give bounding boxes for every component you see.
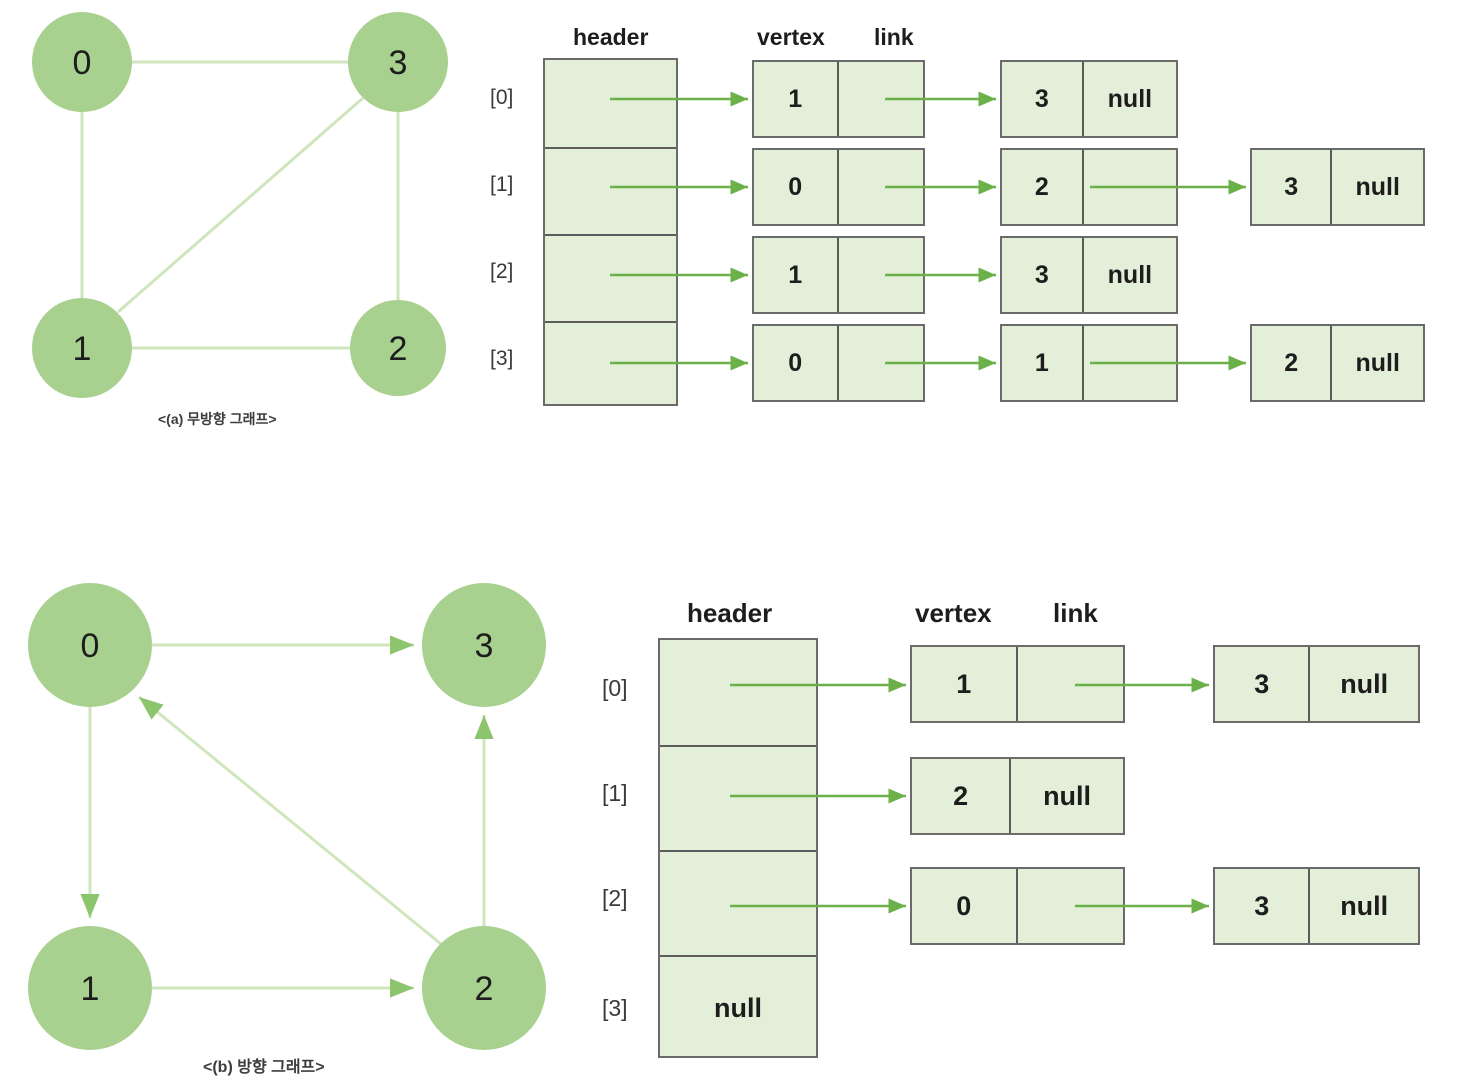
graph-node-3-label: 3: [389, 44, 408, 82]
list-node-a0-2[interactable]: 3 null: [1000, 60, 1178, 138]
list-node-vertex: 3: [1215, 647, 1311, 721]
list-node-vertex: 3: [1215, 869, 1311, 943]
list-node-b0-2[interactable]: 3 null: [1213, 645, 1420, 723]
directed-graph-svg: 0 3 1 2: [28, 583, 546, 1050]
list-node-vertex: 2: [912, 759, 1012, 833]
list-node-link: null: [1107, 260, 1153, 289]
link-column-label-b: link: [1053, 598, 1098, 628]
header-cell-b-2[interactable]: [660, 850, 816, 955]
header-cell-a-3[interactable]: [545, 321, 676, 408]
list-node-link: [839, 62, 924, 136]
list-node-vertex: 0: [754, 326, 839, 400]
header-cell-b-3[interactable]: null: [660, 955, 816, 1060]
list-node-link: [1018, 869, 1124, 943]
list-node-vertex: 1: [754, 238, 839, 312]
list-node-link: null: [1355, 348, 1400, 377]
list-node-vertex: 0: [754, 150, 839, 224]
list-node-b0-1[interactable]: 1: [910, 645, 1125, 723]
list-node-link: null: [1107, 84, 1153, 113]
header-cell-a-0[interactable]: [545, 60, 676, 147]
list-node-link: null: [1043, 780, 1092, 811]
list-node-link: [839, 326, 924, 400]
graph-node-3-label: 3: [475, 627, 494, 665]
list-node-b2-2[interactable]: 3 null: [1213, 867, 1420, 945]
index-label-b-3: [3]: [602, 995, 628, 1021]
edge-1-3: [117, 96, 364, 314]
list-node-vertex: 0: [912, 869, 1018, 943]
list-node-a3-1[interactable]: 0: [752, 324, 925, 402]
graph-node-1-label: 1: [73, 330, 92, 368]
graph-node-1: [32, 298, 132, 398]
list-node-link: null: [1340, 890, 1389, 921]
list-node-a1-3[interactable]: 3 null: [1250, 148, 1425, 226]
index-label-b-1: [1]: [602, 780, 628, 806]
index-label-a-2: [2]: [490, 260, 514, 283]
graph-node-1: [28, 926, 152, 1050]
vertex-column-label-a: vertex: [757, 24, 825, 50]
list-node-a1-2[interactable]: 2: [1000, 148, 1178, 226]
list-node-vertex: 1: [912, 647, 1018, 721]
list-node-link: null: [1340, 668, 1389, 699]
list-node-b1-1[interactable]: 2 null: [910, 757, 1125, 835]
graph-node-0: [32, 12, 132, 112]
list-node-a3-2[interactable]: 1: [1000, 324, 1178, 402]
list-node-b2-1[interactable]: 0: [910, 867, 1125, 945]
graph-node-0-label: 0: [73, 44, 92, 82]
graph-node-3: [348, 12, 448, 112]
list-node-link: [1084, 150, 1176, 224]
list-node-a2-2[interactable]: 3 null: [1000, 236, 1178, 314]
list-node-a3-3[interactable]: 2 null: [1250, 324, 1425, 402]
graph-node-1-label: 1: [81, 970, 100, 1008]
header-column-b: null: [658, 638, 818, 1058]
vertex-column-label-b: vertex: [915, 598, 992, 628]
list-node-vertex: 1: [1002, 326, 1084, 400]
caption-directed: <(b) 방향 그래프>: [203, 1059, 325, 1076]
edge-2-to-0: [138, 695, 442, 946]
list-node-a0-1[interactable]: 1: [752, 60, 925, 138]
header-cell-a-1[interactable]: [545, 147, 676, 234]
header-column-label-a: header: [573, 24, 649, 50]
directed-edges: [80, 635, 494, 998]
list-node-vertex: 2: [1002, 150, 1084, 224]
link-column-label-a: link: [874, 24, 914, 50]
caption-undirected: <(a) 무방향 그래프>: [158, 411, 277, 427]
index-label-b-2: [2]: [602, 885, 628, 911]
list-node-link: [1084, 326, 1176, 400]
header-column-label-b: header: [687, 598, 773, 628]
index-label-a-1: [1]: [490, 173, 514, 196]
index-label-a-3: [3]: [490, 347, 514, 370]
graph-node-2: [350, 300, 446, 396]
undirected-edges: [80, 60, 400, 350]
header-cell-b-1[interactable]: [660, 745, 816, 850]
header-cell-a-2[interactable]: [545, 234, 676, 321]
header-column-a: [543, 58, 678, 406]
list-node-link: [1018, 647, 1124, 721]
list-node-link: null: [1355, 172, 1400, 201]
index-label-b-0: [0]: [602, 675, 628, 701]
list-node-a2-1[interactable]: 1: [752, 236, 925, 314]
graph-node-0: [28, 583, 152, 707]
list-node-vertex: 2: [1252, 326, 1333, 400]
graph-node-0-label: 0: [81, 627, 100, 665]
list-node-vertex: 3: [1002, 238, 1084, 312]
graph-node-2-label: 2: [389, 330, 408, 368]
header-cell-b-0[interactable]: [660, 640, 816, 745]
index-label-a-0: [0]: [490, 86, 514, 109]
list-node-vertex: 3: [1252, 150, 1333, 224]
list-node-vertex: 1: [754, 62, 839, 136]
directed-nodes: 0 3 1 2: [28, 583, 546, 1050]
list-node-link: [839, 150, 924, 224]
undirected-nodes: 0 3 1 2: [32, 12, 448, 398]
list-node-vertex: 3: [1002, 62, 1084, 136]
graph-node-2-label: 2: [475, 970, 494, 1008]
graph-node-3: [422, 583, 546, 707]
list-node-link: [839, 238, 924, 312]
undirected-graph-svg: 0 3 1 2: [32, 12, 448, 398]
graph-node-2: [422, 926, 546, 1050]
list-node-a1-1[interactable]: 0: [752, 148, 925, 226]
